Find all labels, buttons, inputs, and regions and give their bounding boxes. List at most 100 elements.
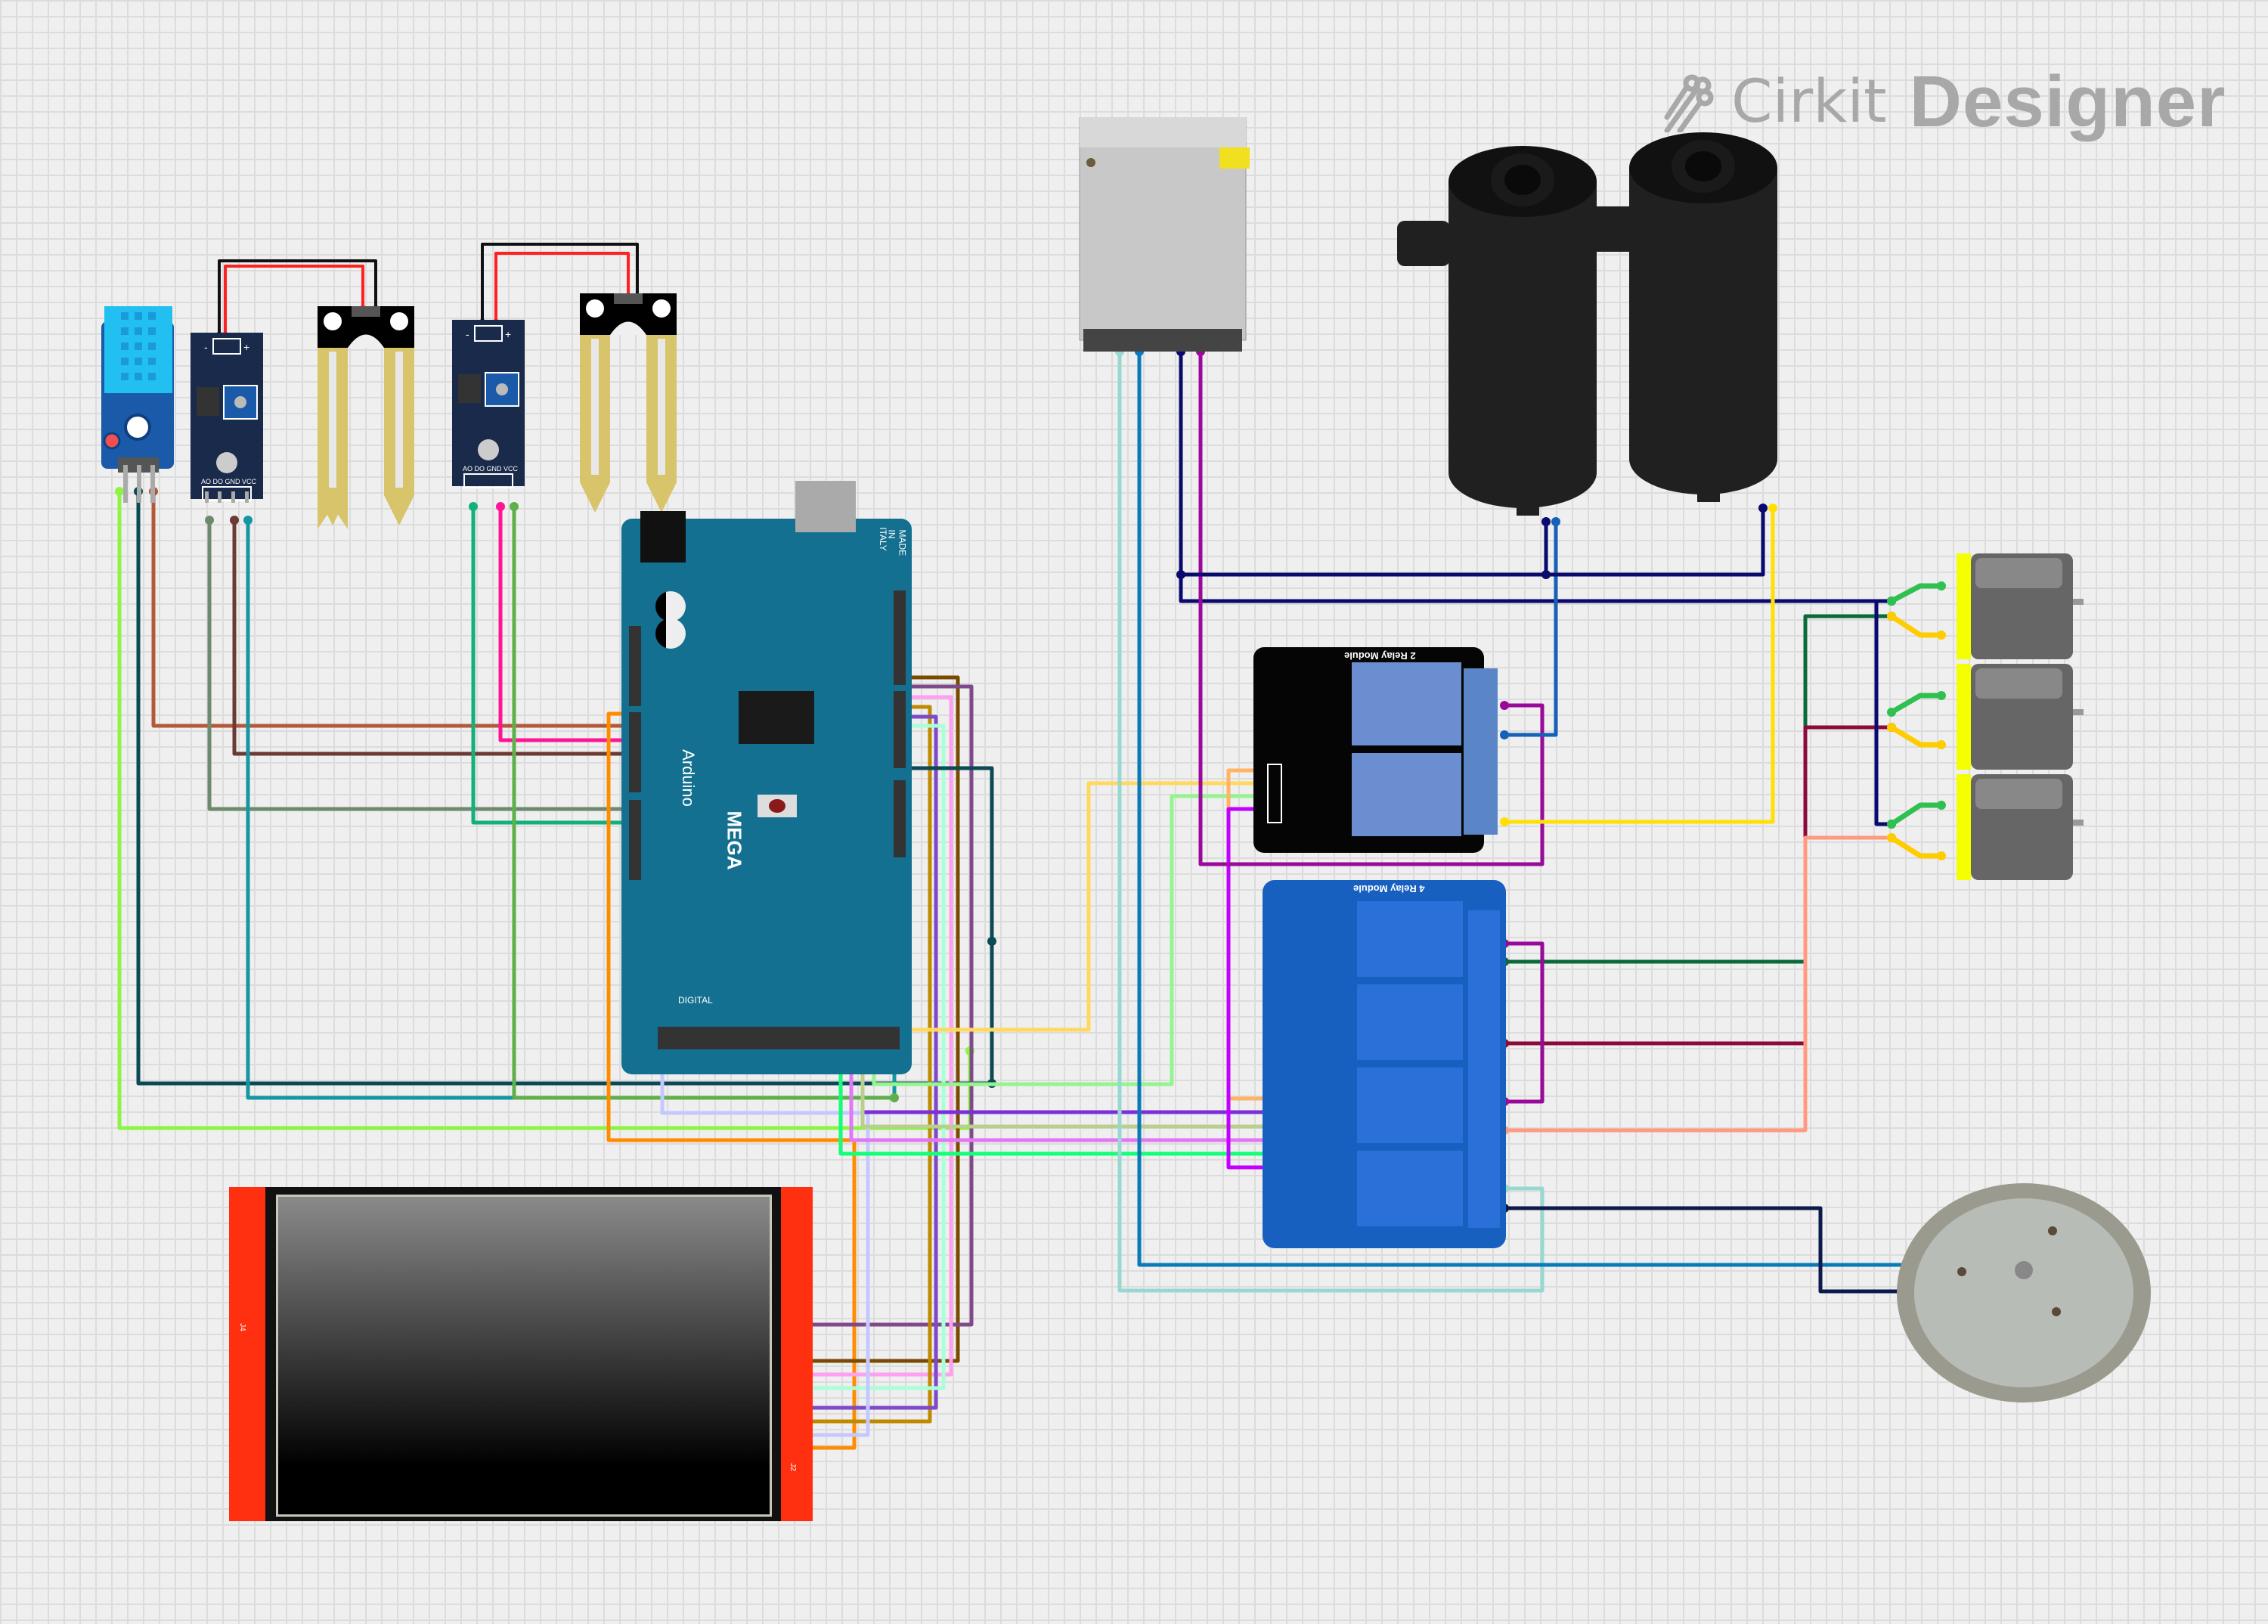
wire-endpoint [1887,833,1896,842]
wire-motor-navy-bus[interactable] [1874,599,1892,826]
tft-lcd-display[interactable]: J2 J4 [229,1187,813,1521]
wire-endpoint [1887,708,1896,717]
wire-endpoint [1937,691,1946,700]
relay-module-4ch[interactable]: 4 Relay Module [1263,880,1506,1248]
moisture-sensor-module-1[interactable]: - + AO DO GND VCC [191,333,263,503]
wire-probe2-black[interactable] [481,243,639,324]
wire-ps-4[interactable] [1198,352,1545,866]
dht11-sensor[interactable] [100,306,177,503]
motor-lead-yellow-2[interactable] [1890,725,1941,748]
header-j2-label: J2 [788,1463,797,1471]
wire-d23-2relay[interactable] [872,794,1265,1086]
relay-2ch-title: 2 Relay Module [1344,650,1416,662]
pwm-header [894,590,906,685]
wire-probe1-black[interactable] [218,259,377,336]
power-supply[interactable] [1076,116,1250,355]
wire-endpoint [230,516,239,525]
wire-endpoint [469,502,478,511]
wire-ps-1[interactable] [1117,352,1545,1293]
terminal-block [1464,668,1498,835]
wire-endpoint [1887,723,1896,732]
wire-pump2-navy[interactable] [1546,508,1765,577]
wire-relay-k3-motor[interactable] [1504,835,1892,1133]
wire-ps-3[interactable] [1179,352,1892,603]
digital-header [658,1027,900,1049]
wire-pump1-blue[interactable] [1504,522,1558,737]
wire-endpoint [1541,517,1551,526]
wire-d9-lcd[interactable] [794,714,938,1410]
wire-d24-in1[interactable] [860,1030,1267,1114]
motor-lead-yellow-3[interactable] [1890,835,1941,859]
wire-endpoint [1937,631,1946,640]
motor-lead-green-3[interactable] [1890,802,1941,826]
wire-endpoint [1887,597,1896,606]
cirkit-designer-logo: Cirkit Designer [1663,60,2226,144]
dc-motors[interactable] [1941,553,2085,886]
wire-relay4-vcc[interactable] [1226,807,1267,1170]
wire-3v3-lcd[interactable] [606,711,857,1450]
wire-m2-vcc[interactable] [512,507,894,1100]
wire-endpoint [1500,817,1509,826]
wire-endpoint [496,502,505,511]
lcd-active-area [276,1195,772,1517]
wire-relay-k4-heater[interactable] [1504,1206,1935,1294]
wire-m1-ao[interactable] [207,520,634,811]
arduino-mega-board[interactable]: Arduino MEGA DIGITAL MADE IN ITALY [621,481,912,1074]
wire-m1-gnd[interactable] [232,520,634,756]
svg-text:-: - [204,341,208,353]
power-header [629,626,641,706]
capacitor [655,618,686,649]
relay-1 [1352,662,1461,745]
wire-endpoint [1500,701,1509,710]
svg-text:AO DO GND VCC: AO DO GND VCC [463,465,519,473]
wire-d12-lcd[interactable] [794,684,974,1327]
wire-d10-lcd[interactable] [794,705,932,1424]
wire-relay-k1-motor[interactable] [1504,614,1892,964]
brand-prefix: Cirkit [1731,68,1887,136]
dc-jack [640,511,686,563]
wire-relay4-purple-bus[interactable] [1504,941,1545,1104]
moisture-probe-2 [580,293,677,516]
water-pumps[interactable] [1397,129,1858,522]
moisture-sensor-module-2[interactable]: - + AO DO GND VCC [452,320,525,490]
wire-probe2-red[interactable] [494,252,630,324]
wire-ps-2[interactable] [1137,352,1935,1267]
wire-pump1-navy[interactable] [1181,522,1548,577]
relay-4ch-title: 4 Relay Module [1353,883,1425,894]
relay-module-2ch[interactable]: 2 Relay Module [1253,647,1498,853]
usb-port [795,481,856,532]
wire-probe1-red[interactable] [224,265,364,336]
wire-endpoint [1937,581,1946,590]
wire-d7-dark[interactable] [897,766,994,1083]
wire-endpoint [243,516,253,525]
analog-header-b [629,800,641,880]
digital-label: DIGITAL [678,995,713,1006]
relay-k1 [1357,901,1463,977]
wire-endpoint [1541,570,1551,579]
moisture-probe-1 [318,306,414,529]
motor-lead-yellow-1[interactable] [1890,614,1941,638]
reset-button[interactable] [758,795,797,817]
wire-d11-lcd[interactable] [794,695,953,1377]
wire-pump2-yellow[interactable] [1504,508,1775,824]
wire-d22-2relay[interactable] [874,781,1265,1032]
wire-relay-k2-motor[interactable] [1504,725,1892,1046]
wire-m2-gnd[interactable] [498,507,634,742]
wire-d13-lcd[interactable] [794,675,960,1363]
svg-text:+: + [243,341,249,353]
country-label: ITALY [877,527,888,551]
pwm-header-2 [894,691,906,768]
lcd-pcb-right [781,1187,813,1521]
wire-endpoint [1937,801,1946,810]
motor-lead-green-2[interactable] [1890,693,1941,715]
motor-lead-green-1[interactable] [1890,583,1941,604]
relay-k4 [1357,1151,1463,1226]
wire-m2-ao[interactable] [471,507,634,825]
wire-endpoint [205,516,214,525]
relay-2 [1352,753,1461,836]
heating-element[interactable] [1894,1179,2155,1406]
brand-name: Designer [1909,61,2226,142]
svg-text:AO DO GND VCC: AO DO GND VCC [201,478,257,485]
wire-endpoint [1758,504,1768,513]
wire-endpoint [510,502,519,511]
